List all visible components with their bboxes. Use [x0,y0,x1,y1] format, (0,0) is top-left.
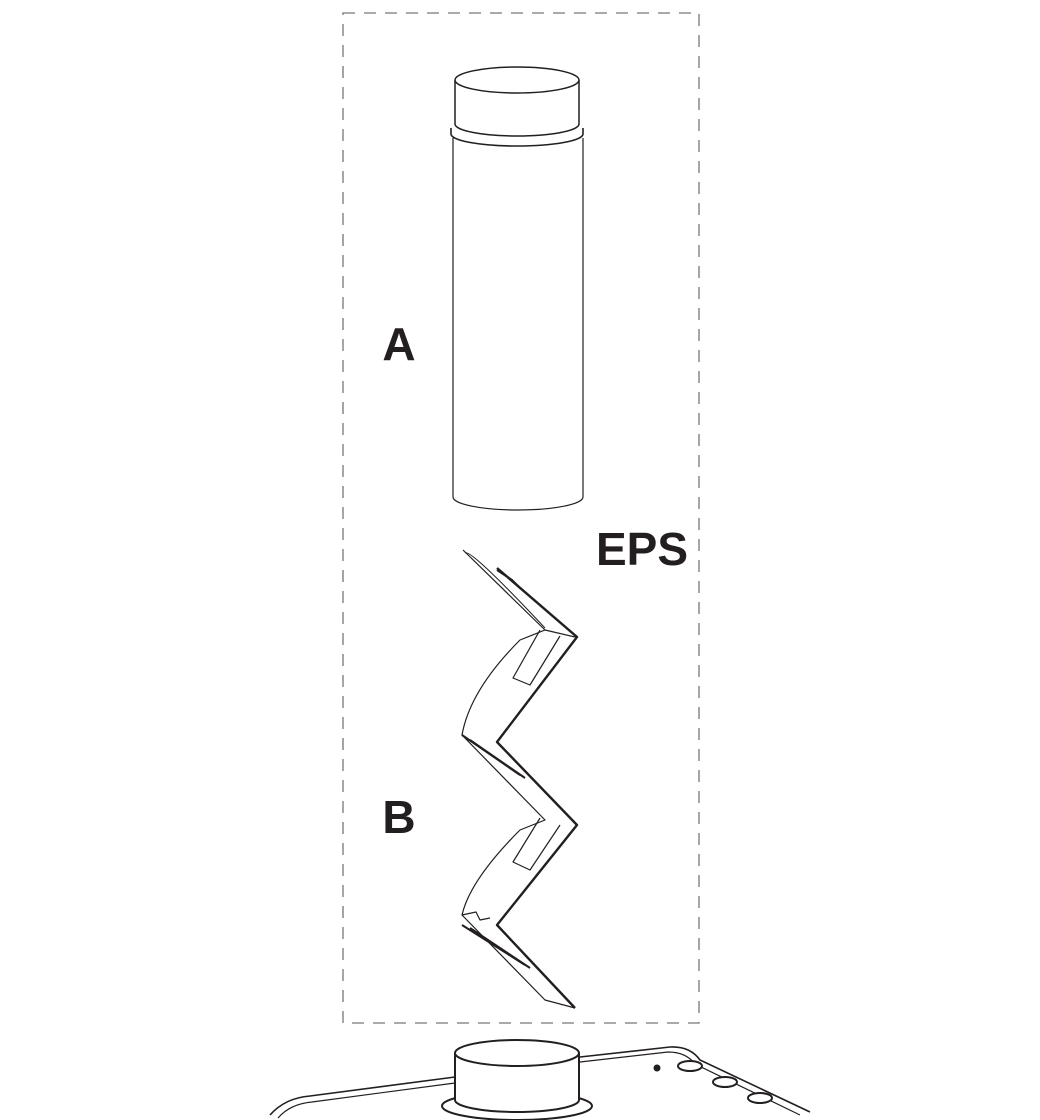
battery-cylinder-a [450,66,584,511]
label-material-eps: EPS [596,523,688,575]
base-housing [269,1039,811,1120]
label-part-b: B [382,791,415,843]
spring-contact-b [461,549,579,1009]
label-part-a: A [382,318,415,370]
eps-package-boundary [342,12,700,1024]
